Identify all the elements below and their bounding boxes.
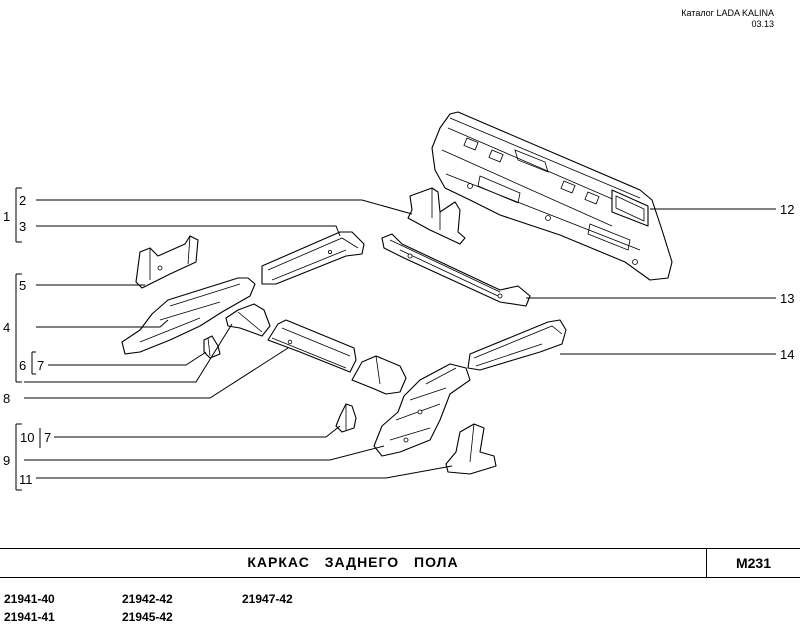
catalog-title: Каталог LADA KALINA xyxy=(681,8,774,18)
callout-5: 5 xyxy=(19,278,26,293)
callout-2: 2 xyxy=(19,193,26,208)
section-code: M231 xyxy=(706,549,800,577)
model-code: 21942-42 xyxy=(122,592,173,606)
part-3-floor-member xyxy=(261,231,365,285)
part-7-small-bracket-lower xyxy=(335,403,357,433)
callout-7-lower: 7 xyxy=(44,430,51,445)
callout-12: 12 xyxy=(780,202,794,217)
callout-9: 9 xyxy=(3,453,10,468)
part-6-bracket xyxy=(225,303,271,337)
part-14-longitudinal xyxy=(467,319,567,371)
model-code: 21947-42 xyxy=(242,592,293,606)
part-11-bracket xyxy=(445,423,497,475)
part-4-longitudinal xyxy=(121,277,256,355)
part-12-rear-panel xyxy=(431,111,673,281)
part-9-longitudinal xyxy=(373,363,471,457)
leader-lines xyxy=(15,187,776,491)
callout-4: 4 xyxy=(3,320,10,335)
model-code: 21941-41 xyxy=(4,610,55,624)
callout-8: 8 xyxy=(3,391,10,406)
part-7-small-bracket-upper xyxy=(203,335,221,359)
title-bar: КАРКАС ЗАДНЕГО ПОЛА M231 xyxy=(0,548,800,578)
callout-10: 10 xyxy=(20,430,34,445)
callout-7-upper: 7 xyxy=(37,358,44,373)
callout-14: 14 xyxy=(780,347,794,362)
callout-3: 3 xyxy=(19,219,26,234)
callout-13: 13 xyxy=(780,291,794,306)
callout-1: 1 xyxy=(3,209,10,224)
part-2-bracket xyxy=(407,187,466,245)
callout-labels: 1 2 3 5 4 6 7 8 10 7 9 11 12 13 14 xyxy=(3,193,794,487)
exploded-parts-diagram: 1 2 3 5 4 6 7 8 10 7 9 11 12 13 14 xyxy=(3,111,794,491)
catalog-header: Каталог LADA KALINA 03.13 xyxy=(681,8,774,30)
part-13-cross-bar xyxy=(381,233,531,307)
callout-6: 6 xyxy=(19,358,26,373)
catalog-date: 03.13 xyxy=(751,19,774,29)
model-code: 21941-40 xyxy=(4,592,55,606)
callout-11: 11 xyxy=(19,472,33,487)
page-title: КАРКАС ЗАДНЕГО ПОЛА xyxy=(247,554,459,570)
model-code: 21945-42 xyxy=(122,610,173,624)
part-8-crossmember xyxy=(267,319,407,395)
part-5-bracket xyxy=(135,235,199,289)
